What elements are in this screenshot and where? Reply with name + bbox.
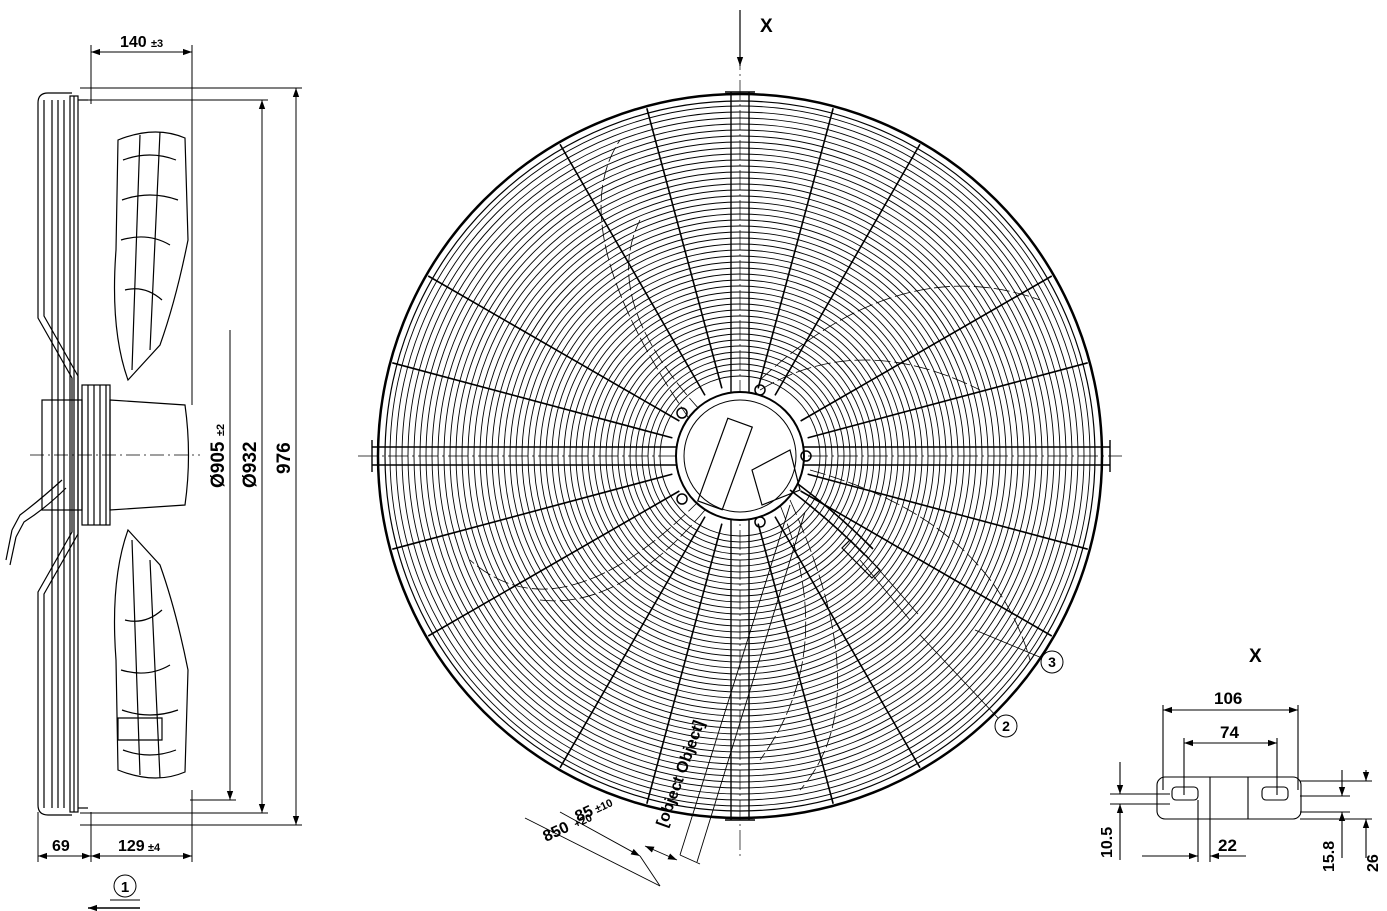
guard-struts (392, 108, 1088, 804)
guard-strut (427, 275, 680, 422)
guard-strut (800, 275, 1053, 422)
airflow-marker-circle (113, 874, 137, 898)
guard-strut (559, 143, 706, 396)
guard-strut (757, 523, 834, 804)
cable-dimensions (524, 504, 806, 887)
detail-slot-dim: 22 (1218, 836, 1237, 855)
blade-diameter-tolerance: ±2 (215, 424, 227, 436)
guard-strut (559, 516, 706, 769)
terminal-box (696, 417, 754, 511)
detail-height-a-dim: 10.5 (1099, 827, 1116, 858)
guard-strut (757, 108, 834, 389)
guard-strut (392, 473, 673, 550)
base-right-dim-value: 129 (118, 838, 145, 855)
cable (11, 479, 67, 538)
blade-diameter-dim: Ø905 (208, 441, 229, 488)
guard-profile (37, 92, 73, 816)
guard-strut (774, 516, 921, 769)
depth-dim-tolerance: ±3 (151, 38, 163, 50)
guard-strut (800, 490, 1053, 637)
strip-length-tolerance: ±10 (593, 797, 615, 816)
blade-lower (113, 528, 189, 779)
front-view (358, 10, 1122, 860)
guard-strut (427, 490, 680, 637)
strip-length-value: 85 (573, 803, 596, 826)
base-right-dim-tolerance: ±4 (148, 842, 161, 854)
ring-diameter-dim: Ø932 (240, 442, 261, 488)
base-left-dim: 69 (52, 838, 70, 855)
blade-upper (113, 131, 189, 382)
callout-3-circle (1040, 650, 1064, 674)
side-view-dimensions (37, 45, 302, 911)
guard-strut (807, 473, 1088, 550)
view-x-marker: X (760, 16, 773, 37)
detail-hole-spacing-dim: 74 (1220, 723, 1239, 742)
airflow-marker-label: 1 (121, 879, 129, 896)
callout-2-circle (994, 714, 1018, 738)
detail-x-view (1110, 705, 1372, 862)
guard-strut (646, 523, 723, 804)
detail-width-dim: 106 (1214, 689, 1242, 708)
terminal-detail (1156, 776, 1302, 820)
guard-strut (807, 362, 1088, 439)
depth-dim-value: 140 (120, 34, 147, 51)
guard-strut (774, 143, 921, 396)
motor-hub (675, 391, 805, 521)
detail-height-b-dim: 15.8 (1321, 841, 1338, 872)
detail-height-c-dim: 26 (1365, 854, 1382, 872)
callout-3-label: 3 (1048, 654, 1056, 670)
guard-strut (392, 362, 673, 439)
side-view (5, 92, 200, 816)
detail-x-title: X (1249, 646, 1262, 667)
cable-length-value: 850 (541, 819, 572, 846)
callout-2-label: 2 (1002, 718, 1010, 734)
outer-diameter-dim: 976 (274, 442, 295, 474)
hub (109, 399, 190, 511)
guard-strut (646, 108, 723, 389)
